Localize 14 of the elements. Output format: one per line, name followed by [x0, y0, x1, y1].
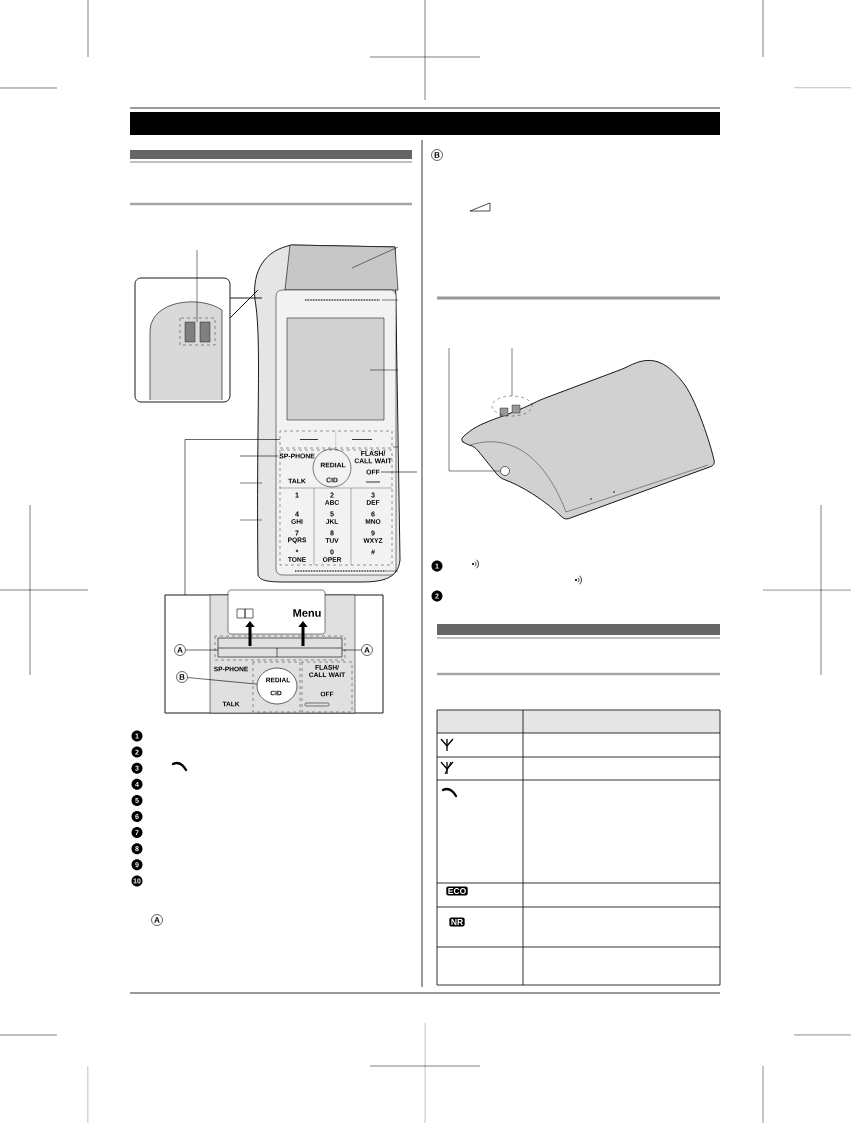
screen-label: Menu: [293, 609, 321, 617]
leader-line: [380, 471, 418, 473]
callout-letter: A: [174, 644, 186, 656]
callout-letter: B: [431, 149, 443, 161]
navigation-key: [256, 667, 298, 705]
callout-letter: A: [151, 914, 163, 926]
leader-line: [184, 439, 281, 596]
callout-letter: B: [176, 671, 188, 683]
leader-line: [185, 649, 219, 651]
soft-key-row: [279, 430, 393, 449]
leader-line: [341, 649, 362, 651]
callout-letter: A: [361, 644, 373, 656]
leader-line: [239, 455, 279, 457]
leader-line: [187, 677, 258, 685]
